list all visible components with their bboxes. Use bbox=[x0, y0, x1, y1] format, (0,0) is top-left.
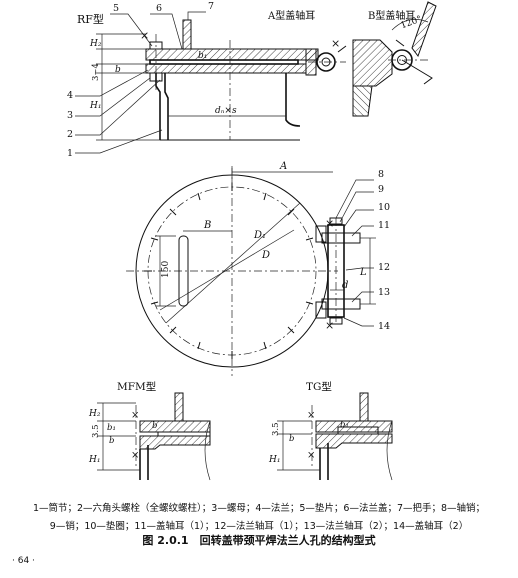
b-type-label: B型盖轴耳 bbox=[368, 9, 415, 22]
callout-11: 11 bbox=[378, 220, 390, 231]
figure-caption: 图 2.0.1 回转盖带颈平焊法兰人孔的结构型式 bbox=[142, 534, 376, 547]
mfm-detail: MFM型 × × H₂ 3.5 b₁ b H₁ b bbox=[88, 380, 211, 481]
flange-cover bbox=[145, 48, 319, 61]
svg-text:×: × bbox=[131, 410, 139, 421]
callout-5: 5 bbox=[113, 3, 119, 14]
rf-section-view: RF型 A型盖轴耳 B型盖轴耳 bbox=[67, 1, 437, 159]
legend: 1—筒节；2—六角头螺栓（全螺纹螺柱）；3—螺母；4—法兰；5—垫片；6—法兰盖… bbox=[0, 500, 518, 536]
a-type-label: A型盖轴耳 bbox=[267, 9, 315, 22]
mfm-dim-b1: b₁ bbox=[107, 423, 116, 433]
hinge-assembly: L d bbox=[315, 217, 376, 325]
neck bbox=[155, 73, 169, 140]
rf-type-label: RF型 bbox=[77, 12, 104, 26]
dim-D1: D₁ bbox=[253, 230, 266, 241]
callout-2: 2 bbox=[67, 129, 73, 140]
plan-view: A D₁ D B 150 bbox=[126, 161, 390, 376]
callout-1: 1 bbox=[67, 148, 73, 159]
dim-D: D bbox=[261, 250, 270, 261]
mfm-dim-h2: H₂ bbox=[88, 409, 101, 419]
svg-text:×: × bbox=[307, 410, 315, 421]
callout-4: 4 bbox=[67, 90, 73, 101]
callout-13: 13 bbox=[378, 287, 390, 298]
mfm-dim-b: b bbox=[109, 436, 114, 446]
dim-b1: b₁ bbox=[198, 51, 207, 61]
dim-h2: H₂ bbox=[89, 39, 102, 49]
svg-text:×: × bbox=[325, 217, 334, 230]
dim-s34: 3~4 bbox=[91, 63, 101, 81]
svg-text:×: × bbox=[131, 450, 139, 461]
legend-line-2: 9—销；10—垫圈；11—盖轴耳（1）；12—法兰轴耳（1）；13—法兰轴耳（2… bbox=[49, 521, 469, 532]
dim-d: d bbox=[342, 280, 348, 291]
mfm-dim-h1: H₁ bbox=[88, 455, 100, 465]
legend-line-1: 1—筒节；2—六角头螺栓（全螺纹螺柱）；3—螺母；4—法兰；5—垫片；6—法兰盖… bbox=[32, 503, 486, 514]
callout-7: 7 bbox=[208, 1, 214, 12]
tg-dim-h1: H₁ bbox=[268, 455, 280, 465]
dim-D1-line bbox=[159, 229, 295, 311]
bolt-ticks bbox=[144, 183, 314, 359]
page-number: · 64 · bbox=[12, 556, 35, 566]
tg-dim-b1: b₁ bbox=[340, 420, 349, 430]
callout-12: 12 bbox=[378, 262, 390, 273]
hinge-a bbox=[305, 45, 347, 76]
tg-detail: TG型 × × 3.5 b b₁ H₁ bbox=[268, 380, 393, 481]
callout-6: 6 bbox=[156, 3, 162, 14]
callout-9: 9 bbox=[378, 184, 384, 195]
callout-10: 10 bbox=[378, 202, 390, 213]
mfm-inner-b: b bbox=[152, 421, 157, 431]
dim-A: A bbox=[279, 161, 287, 172]
dim-L: L bbox=[359, 267, 367, 278]
callout-3: 3 bbox=[67, 110, 73, 121]
svg-text:×: × bbox=[331, 37, 340, 50]
dim-b: b bbox=[115, 65, 121, 75]
dim-150: 150 bbox=[161, 261, 171, 278]
dim-dn: dₙ×s bbox=[215, 106, 237, 116]
dim-h1: H₁ bbox=[89, 101, 101, 111]
dim-D-line bbox=[165, 202, 301, 324]
svg-text:×: × bbox=[140, 29, 149, 42]
gasket bbox=[149, 59, 299, 65]
svg-text:×: × bbox=[307, 450, 315, 461]
dim-B: B bbox=[203, 220, 211, 231]
mfm-type-label: MFM型 bbox=[117, 380, 156, 393]
callout-8: 8 bbox=[378, 169, 384, 180]
tg-dim-b: b bbox=[289, 434, 294, 444]
handle bbox=[182, 19, 192, 50]
svg-text:×: × bbox=[325, 319, 334, 332]
callout-14: 14 bbox=[378, 321, 390, 332]
plan-handle bbox=[178, 235, 189, 307]
tg-dim-s35: 3.5 bbox=[271, 422, 281, 436]
mfm-dim-s35: 3.5 bbox=[91, 424, 101, 438]
tg-type-label: TG型 bbox=[306, 380, 332, 393]
flange bbox=[145, 63, 307, 74]
